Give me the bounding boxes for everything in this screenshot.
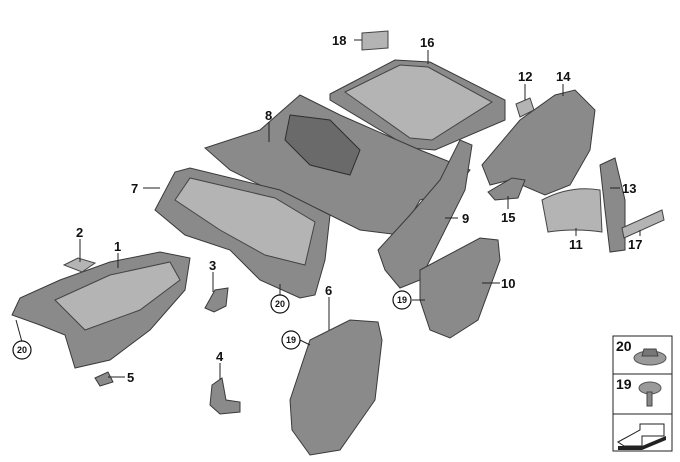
part-10-door-insulation[interactable]: [419, 237, 501, 339]
part-2-pad[interactable]: [62, 257, 97, 273]
part-7-surface: [174, 177, 316, 266]
callout-17: 17: [628, 237, 642, 252]
legend-label-19: 19: [616, 376, 632, 392]
legend-label-20: 20: [616, 338, 632, 354]
callout-19-door-rear: 19: [392, 290, 412, 310]
callout-9: 9: [462, 211, 469, 226]
callout-15: 15: [501, 210, 515, 225]
callout-12: 12: [518, 69, 532, 84]
callout-4: 4: [216, 349, 224, 364]
part-17-pad[interactable]: [621, 209, 665, 239]
direction-arrow-icon: [617, 423, 666, 450]
callout-3: 3: [209, 258, 216, 273]
callout-1: 1: [114, 239, 121, 254]
part-15-bracket[interactable]: [487, 177, 526, 201]
callout-20-floor: 20: [270, 294, 290, 314]
callout-5: 5: [127, 370, 134, 385]
part-1-surface: [54, 261, 181, 331]
svg-text:20: 20: [17, 345, 27, 355]
part-3-bracket[interactable]: [204, 287, 229, 313]
part-8-tunnel: [284, 114, 361, 176]
part-18-pad[interactable]: [361, 30, 389, 51]
svg-text:19: 19: [286, 335, 296, 345]
nut-icon: [633, 348, 667, 366]
part-13-strip[interactable]: [599, 157, 626, 253]
callout-8: 8: [265, 108, 272, 123]
svg-text:20: 20: [275, 299, 285, 309]
svg-text:19: 19: [397, 295, 407, 305]
screw-icon: [638, 381, 662, 407]
fastener-legend: 20 19: [612, 335, 673, 452]
callout-10: 10: [501, 276, 515, 291]
callout-2: 2: [76, 225, 83, 240]
part-9-pillar-trim[interactable]: [377, 139, 473, 289]
callout-6: 6: [325, 283, 332, 298]
part-16-surface: [344, 64, 493, 141]
callout-7: 7: [131, 181, 138, 196]
callout-14: 14: [556, 69, 571, 84]
callout-11: 11: [569, 237, 583, 252]
leader-lines: [15, 39, 641, 380]
part-4-bracket[interactable]: [209, 377, 241, 415]
callout-18: 18: [332, 33, 346, 48]
part-5-clip[interactable]: [94, 371, 114, 387]
callout-16: 16: [420, 35, 434, 50]
callout-13: 13: [622, 181, 636, 196]
part-11-pad[interactable]: [541, 188, 603, 233]
part-14-wheel-arch[interactable]: [481, 89, 596, 196]
callout-20-tunnel: 20: [12, 340, 32, 360]
part-6-door-insulation[interactable]: [289, 319, 383, 456]
callout-19-door-front: 19: [281, 330, 301, 350]
